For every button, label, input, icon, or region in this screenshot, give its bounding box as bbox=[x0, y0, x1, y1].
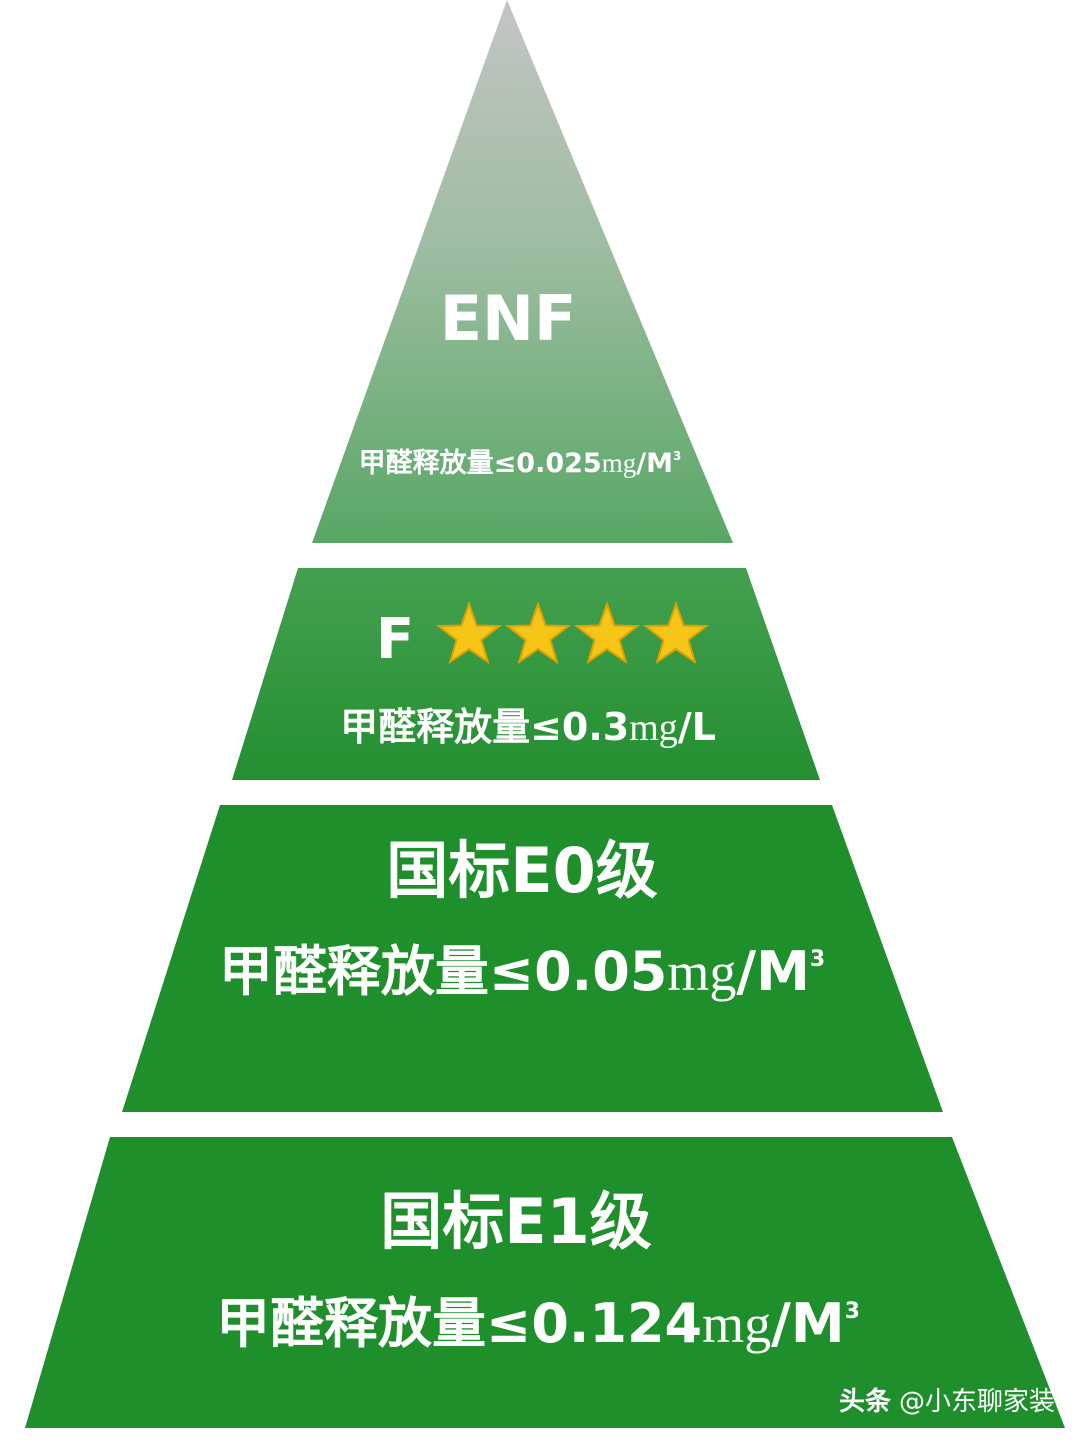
level-enf-limit: 甲醛释放量≤0.025mg/M3 bbox=[359, 447, 682, 479]
level-e0-title: 国标E0级 bbox=[386, 834, 658, 907]
star-icon bbox=[573, 600, 641, 665]
star-icon bbox=[642, 600, 710, 665]
level-enf-title: ENF bbox=[440, 282, 577, 355]
level-f4star-limit: 甲醛释放量≤0.3mg/L bbox=[340, 705, 716, 749]
level-e1-shape bbox=[25, 1137, 1065, 1428]
star-icon bbox=[504, 600, 572, 665]
star-rating bbox=[435, 600, 710, 665]
level-e1-limit: 甲醛释放量≤0.124mg/M3 bbox=[216, 1292, 860, 1355]
level-e0-limit: 甲醛释放量≤0.05mg/M3 bbox=[219, 940, 825, 1003]
level-e1-title: 国标E1级 bbox=[380, 1185, 652, 1258]
star-icon bbox=[435, 600, 503, 665]
level-enf-shape bbox=[312, 0, 733, 543]
level-e0-shape bbox=[122, 805, 943, 1112]
watermark: 头条@小东聊家装 bbox=[839, 1387, 1055, 1417]
level-f4star-title: F bbox=[376, 607, 414, 672]
